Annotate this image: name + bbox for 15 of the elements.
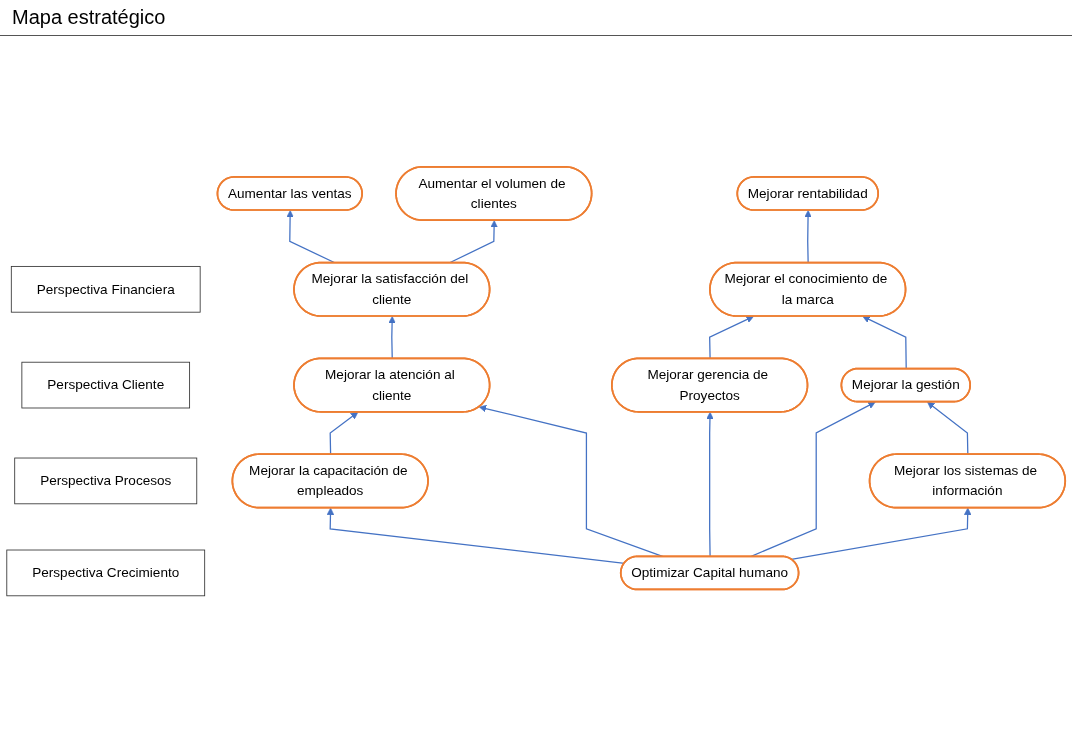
arrow	[286, 209, 336, 264]
arrow	[927, 401, 969, 455]
arrow	[790, 507, 972, 560]
arrow	[862, 315, 907, 370]
node-box: Perspectiva Procesos	[14, 457, 198, 504]
arrow	[388, 315, 396, 360]
arrow	[804, 209, 812, 264]
arrow	[706, 411, 714, 558]
arrow	[709, 315, 754, 360]
arrow	[329, 411, 359, 455]
node-box: Perspectiva Crecimiento	[6, 549, 206, 596]
diagram-title: Mapa estratégico	[0, 0, 1072, 36]
arrow	[326, 507, 626, 564]
node-box: Perspectiva Financiera	[10, 265, 201, 313]
node-box: Perspectiva Cliente	[21, 361, 191, 409]
